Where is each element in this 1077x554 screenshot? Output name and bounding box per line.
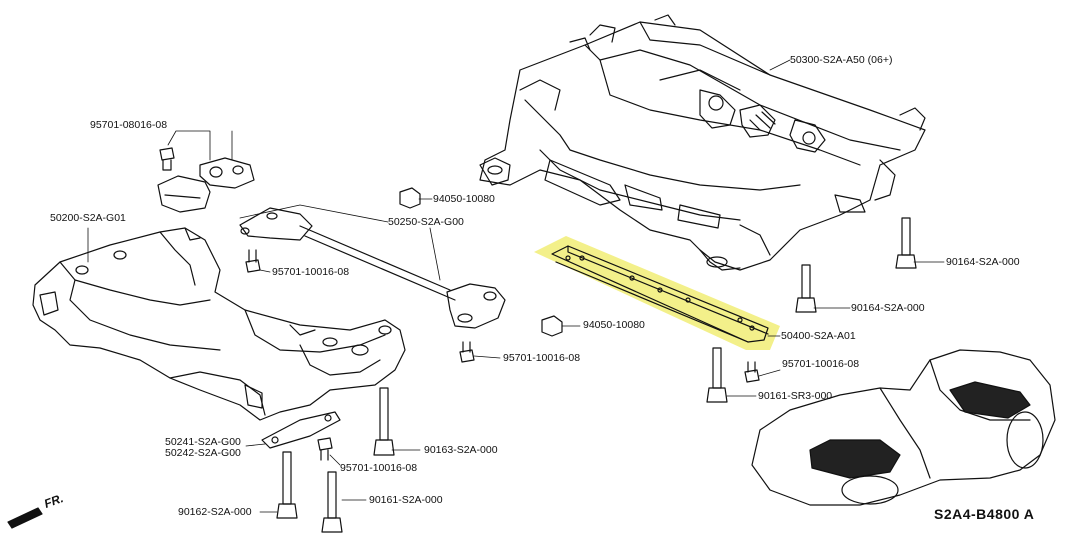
bracket-set-drawing (157, 157, 255, 213)
label-90161-s2a: 90161-S2A-000 (369, 494, 443, 506)
leader-lines (87, 59, 945, 513)
label-50242: 50242-S2A-G00 (165, 447, 241, 459)
front-subframe-drawing (32, 227, 406, 421)
link-bracket-drawing (261, 411, 341, 449)
rear-subframe-drawing (479, 14, 926, 271)
label-50241: 50241-S2A-G00 (165, 436, 241, 448)
plate-50400-drawing (534, 236, 780, 350)
label-90164-lower: 90164-S2A-000 (851, 302, 925, 314)
label-95701-right: 95701-10016-08 (782, 358, 860, 370)
front-arrow-icon (7, 507, 43, 529)
label-50250: 50250-S2A-G00 (388, 216, 464, 228)
fasteners-drawing (159, 147, 917, 533)
label-95701-center: 95701-10016-08 (503, 352, 581, 364)
label-94050-mid: 94050-10080 (583, 319, 645, 331)
label-90163: 90163-S2A-000 (424, 444, 498, 456)
label-90161-sr3: 90161-SR3-000 (758, 390, 833, 402)
label-50200: 50200-S2A-G01 (50, 212, 126, 224)
label-95701-left: 95701-10016-08 (272, 266, 350, 278)
label-94050-top: 94050-10080 (433, 193, 495, 205)
label-50300: 50300-S2A-A50 (06+) (790, 54, 893, 66)
label-90162: 90162-S2A-000 (178, 506, 252, 518)
label-50400: 50400-S2A-A01 (781, 330, 856, 342)
label-95701-08016: 95701-08016-08 (90, 119, 168, 131)
label-95701-bottom: 95701-10016-08 (340, 462, 418, 474)
label-90164-upper: 90164-S2A-000 (946, 256, 1020, 268)
car-outline-drawing (751, 349, 1056, 506)
diagram-code: S2A4-B4800 A (934, 506, 1035, 522)
stiffener-bar-drawing (239, 207, 506, 329)
